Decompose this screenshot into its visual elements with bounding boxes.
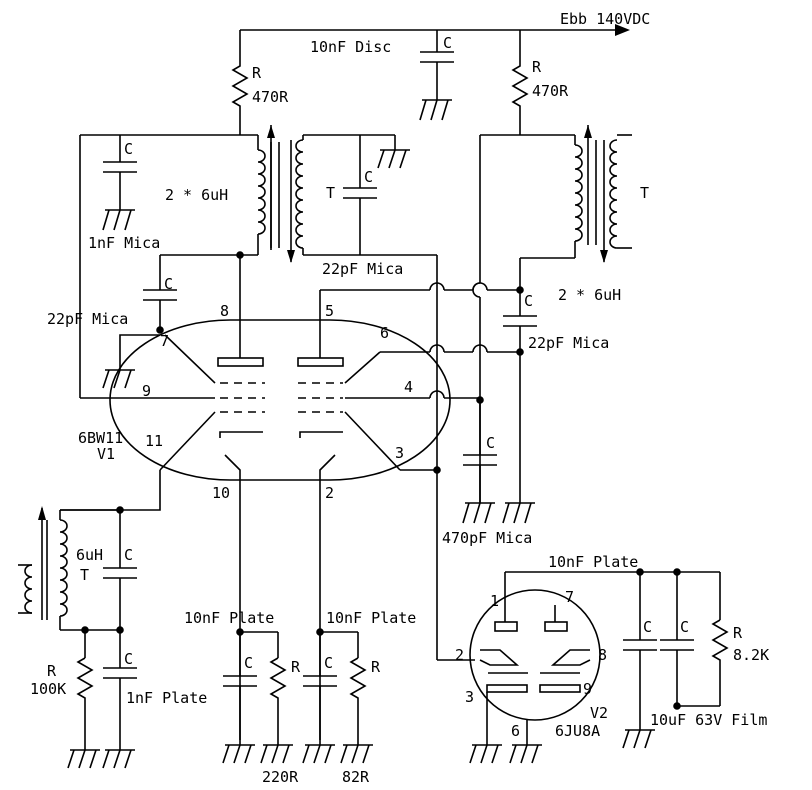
v1-pin-4: 4: [404, 378, 413, 396]
v1-pin-9: 9: [142, 382, 151, 400]
c-1n-value: 1nF Mica: [88, 234, 160, 252]
v2-type: 6JU8A: [555, 722, 600, 740]
supply-rail: [239, 24, 630, 60]
cathode-network-right: [302, 628, 373, 764]
disc-cap-ref: C: [443, 34, 452, 52]
v2-ref: V2: [590, 704, 608, 722]
v1-pin-3: 3: [395, 444, 404, 462]
r-82-ref: R: [371, 658, 381, 676]
c-22p-c-ref: C: [524, 292, 533, 310]
c-load-1-ref: C: [643, 618, 652, 636]
r-220-ref: R: [291, 658, 301, 676]
coil-b-label: 2 * 6uH: [558, 286, 621, 304]
c-10u-value: 10uF 63V Film: [650, 711, 767, 729]
right-plate-network: [462, 125, 632, 524]
c-22p-b-value: 22pF Mica: [47, 310, 128, 328]
r1-ref: R: [252, 64, 262, 82]
tube-v2: [437, 568, 720, 764]
c-470p-ref: C: [486, 434, 495, 452]
input-network: [18, 506, 137, 769]
c-plate-l-ref: C: [244, 654, 253, 672]
capacitor-disc: [419, 30, 454, 121]
c-load-2-ref: C: [680, 618, 689, 636]
t1-ref: T: [326, 184, 335, 202]
coil-in-value: 6uH: [76, 546, 103, 564]
c-plate-l-value: 10nF Plate: [184, 609, 274, 627]
resistor-r2: [511, 30, 529, 135]
c-1n-ref: C: [124, 140, 133, 158]
r-100k-ref: R: [47, 662, 57, 680]
r-220-value: 220R: [262, 768, 299, 786]
v1-pin-6: 6: [380, 324, 389, 342]
v1-pin-11: 11: [145, 432, 163, 450]
c-22p-b-ref: C: [164, 275, 173, 293]
c-1n-plate-ref: C: [124, 650, 133, 668]
r-8k2-ref: R: [733, 624, 743, 642]
left-plate-network: [79, 125, 438, 660]
coil-a-label: 2 * 6uH: [165, 186, 228, 204]
c-22p-a-ref: C: [364, 168, 373, 186]
v1-pin-10: 10: [212, 484, 230, 502]
v2-load-network: [622, 572, 729, 749]
v2-pin-3: 3: [465, 688, 474, 706]
v1-pin-7: 7: [160, 332, 169, 350]
v2-pin-1: 1: [490, 592, 499, 610]
c-plate-r-ref: C: [324, 654, 333, 672]
v1-ref: V1: [97, 445, 115, 463]
r-8k2-value: 8.2K: [733, 646, 769, 664]
v2-pin-7: 7: [565, 588, 574, 606]
v2-pin-8: 8: [598, 646, 607, 664]
r2-ref: R: [532, 58, 542, 76]
disc-cap-value: 10nF Disc: [310, 38, 391, 56]
r1-value: 470R: [252, 88, 289, 106]
v1-type: 6BW11: [78, 429, 123, 447]
supply-label: Ebb 140VDC: [560, 10, 650, 28]
coil-in-c: C: [124, 546, 133, 564]
r-100k-value: 100K: [30, 680, 66, 698]
v1-pin-8: 8: [220, 302, 229, 320]
c-470p-value: 470pF Mica: [442, 529, 532, 547]
cathode-network-left: [222, 628, 293, 764]
r2-value: 470R: [532, 82, 569, 100]
v1-pin-2: 2: [325, 484, 334, 502]
c-plate-top-value: 10nF Plate: [548, 553, 638, 571]
v1-pin-5: 5: [325, 302, 334, 320]
v2-pin-2: 2: [455, 646, 464, 664]
r-82-value: 82R: [342, 768, 370, 786]
resistor-r1: [231, 60, 249, 135]
t2-ref: T: [640, 184, 649, 202]
c-1n-plate-value: 1nF Plate: [126, 689, 207, 707]
c-plate-r-value: 10nF Plate: [326, 609, 416, 627]
v2-pin-9: 9: [583, 680, 592, 698]
c-22p-c-value: 22pF Mica: [528, 334, 609, 352]
t3-ref: T: [80, 566, 89, 584]
v2-pin-6: 6: [511, 722, 520, 740]
c-22p-a-value: 22pF Mica: [322, 260, 403, 278]
